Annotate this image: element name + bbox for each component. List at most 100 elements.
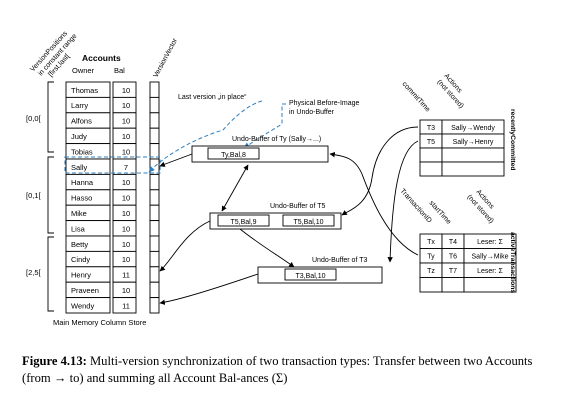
version-vector-cell xyxy=(149,96,160,114)
version-vector-cell xyxy=(149,127,160,145)
account-owner: Thomas xyxy=(71,86,98,95)
account-balance: 10 xyxy=(122,117,130,126)
active-action: Leser: Σ xyxy=(477,239,503,246)
undo-ty-entry: Ty,Bal,8 xyxy=(221,152,246,159)
account-owner: Lisa xyxy=(71,224,86,233)
undo-t5-entry2-box xyxy=(282,214,335,227)
undo-t3-entry: T3,Bal,10 xyxy=(296,273,326,280)
owner-cell xyxy=(65,297,111,314)
version-vector-cell xyxy=(149,204,160,222)
arrow-t5-to-henry xyxy=(159,220,211,272)
version-vector-cell xyxy=(149,250,160,268)
arrow-active-ty xyxy=(329,151,419,256)
version-vector-cell xyxy=(149,297,160,314)
account-owner: Judy xyxy=(71,132,87,141)
undo-t5-entry2: T5,Bal,10 xyxy=(294,219,324,226)
recent-action: Sally→Wendy xyxy=(451,125,495,132)
range-brackets xyxy=(47,81,54,312)
active-transaction-id: Ty xyxy=(427,254,435,261)
version-vector-cell xyxy=(149,81,160,98)
account-owner: Larry xyxy=(71,101,88,110)
range-label-2: [0,1[ xyxy=(26,191,42,200)
version-vector-cell xyxy=(149,235,160,252)
sally-highlight xyxy=(64,156,161,174)
account-balance: 7 xyxy=(124,163,128,172)
account-balance: 10 xyxy=(122,255,130,264)
account-owner: Wendy xyxy=(71,301,94,310)
account-balance: 10 xyxy=(122,147,130,156)
active-action-cell xyxy=(463,277,517,293)
account-owner: Mike xyxy=(71,209,87,218)
note-physical-line2: in Undo-Buffer xyxy=(289,109,335,116)
figure-caption: Figure 4.13: Multi-version synchronizati… xyxy=(22,353,562,387)
account-owner: Praveen xyxy=(71,286,99,295)
account-owner: Tobias xyxy=(71,147,93,156)
before-image-pointer xyxy=(243,103,286,149)
undo-t5-label: Undo-Buffer of T5 xyxy=(270,203,325,210)
range-label-3: [2,5[ xyxy=(26,268,42,277)
range-label-1: [0,0[ xyxy=(26,114,42,123)
account-owner: Hanna xyxy=(71,178,94,187)
account-owner: Cindy xyxy=(71,255,90,264)
note-physical-line1: Physical Before-Image xyxy=(289,100,360,107)
active-start-time: T4 xyxy=(449,239,457,246)
active-id-cell xyxy=(419,277,443,293)
undo-ty-entry-box xyxy=(207,147,260,160)
account-balance: 10 xyxy=(122,209,130,218)
version-vector-cell xyxy=(149,220,160,237)
account-owner: Henry xyxy=(71,271,91,280)
active-transactions-title: activeTransactions xyxy=(509,232,516,293)
range-bracket-3 xyxy=(47,236,54,312)
account-balance: 10 xyxy=(122,132,130,141)
recent-action: Sally→Henry xyxy=(453,139,494,146)
recent-action-cell xyxy=(441,161,505,177)
account-owner: Alfons xyxy=(71,117,92,126)
accounts-title: Accounts xyxy=(82,53,121,63)
account-balance: 10 xyxy=(122,240,130,249)
pointer-arrows xyxy=(159,126,419,305)
undo-t3-label: Undo-Buffer of T3 xyxy=(312,257,367,264)
version-vector-cell xyxy=(149,189,160,206)
recent-time-cell xyxy=(419,161,443,177)
account-balance: 11 xyxy=(122,301,130,310)
account-owner: Hasso xyxy=(71,194,92,203)
recently-committed-title: recentlyCommitted xyxy=(509,109,516,171)
recent-action-cell xyxy=(441,147,505,163)
recent-time-cell xyxy=(419,147,443,163)
store-label: Main Memory Column Store xyxy=(53,318,146,327)
owner-header: Owner xyxy=(72,66,95,75)
note-last-version: Last version „in place“ xyxy=(178,94,247,101)
account-balance: 10 xyxy=(122,178,130,187)
arrow-recent-t3 xyxy=(387,140,419,263)
undo-t5-entry1-box xyxy=(217,214,270,227)
version-vector-cell xyxy=(149,266,160,283)
account-balance: 10 xyxy=(122,86,130,95)
active-start-cell xyxy=(441,277,465,293)
active-transaction-id: Tx xyxy=(427,239,435,246)
account-balance: 10 xyxy=(122,224,130,233)
arrow-t5-to-t3 xyxy=(239,228,295,268)
account-owner: Betty xyxy=(71,240,88,249)
arrow-ty-t5 xyxy=(221,164,249,212)
undo-ty-label: Undo-Buffer of Ty (Sally→...) xyxy=(232,136,321,143)
account-owner: Sally xyxy=(71,163,88,172)
transaction-id-header: TransactionID xyxy=(399,188,433,225)
bal-cell xyxy=(112,297,137,314)
recent-commit-time: T3 xyxy=(427,125,435,132)
account-balance: 10 xyxy=(122,194,130,203)
version-vector-cell xyxy=(149,173,160,191)
caption-label: Figure 4.13: xyxy=(22,354,87,368)
range-bracket-2 xyxy=(47,156,54,234)
arrow-ty-to-sally xyxy=(159,153,193,167)
undo-t3-entry-box xyxy=(284,268,337,281)
commit-time-header: commitTime xyxy=(401,81,432,114)
active-start-time: T6 xyxy=(449,254,457,261)
account-balance: 10 xyxy=(122,286,130,295)
account-balance: 11 xyxy=(122,271,130,280)
recent-commit-time: T5 xyxy=(427,139,435,146)
arrow-recent-t5 xyxy=(341,126,419,216)
caption-text: Multi-version synchronization of two tra… xyxy=(22,354,533,385)
